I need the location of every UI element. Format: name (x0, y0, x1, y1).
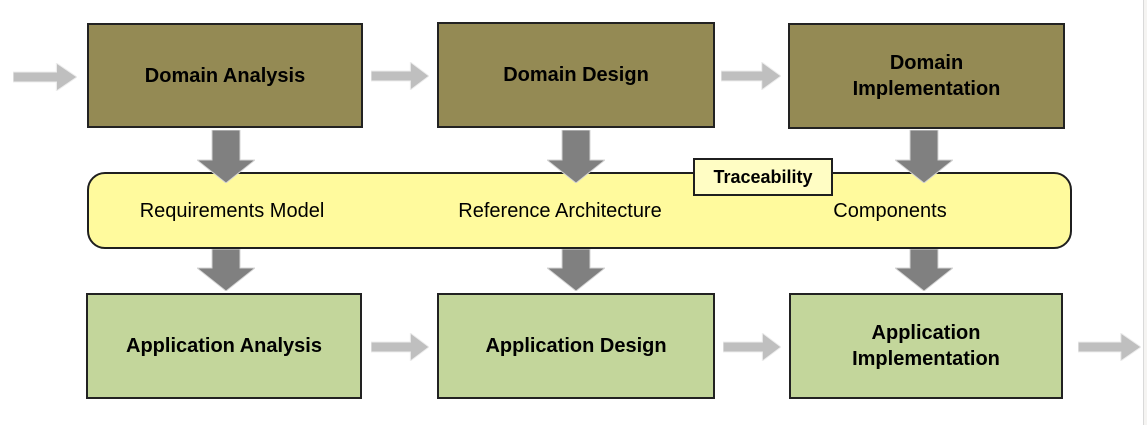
box-label: Domain Implementation (852, 52, 1001, 100)
box-label: Application Design (485, 335, 667, 357)
band-label-reference-architecture: Reference Architecture (458, 200, 662, 222)
down-arrow-icon (547, 130, 605, 183)
right-arrow-icon (13, 63, 77, 91)
right-arrow-icon (723, 333, 781, 361)
box-label: Domain Design (503, 64, 649, 86)
box-application-implementation: Application Implementation (789, 293, 1063, 399)
down-arrow-icon (895, 130, 953, 183)
down-arrow-icon (895, 249, 953, 291)
band-label-requirements-model: Requirements Model (139, 200, 325, 222)
traceability-tag: Traceability (693, 158, 833, 196)
down-arrow-icon (197, 249, 255, 291)
box-label: Domain Analysis (144, 64, 306, 87)
down-arrow-icon (547, 249, 605, 291)
box-domain-design: Domain Design (437, 22, 715, 128)
right-arrow-icon (371, 62, 429, 90)
right-arrow-icon (371, 333, 429, 361)
right-arrow-icon (721, 62, 781, 90)
box-domain-implementation: Domain Implementation (788, 23, 1065, 129)
box-label: Application Analysis (126, 335, 322, 357)
box-domain-analysis: Domain Analysis (87, 23, 363, 128)
box-label: Application Implementation (852, 322, 1000, 370)
box-application-design: Application Design (437, 293, 715, 399)
down-arrow-icon (197, 130, 255, 183)
traceability-tag-label: Traceability (713, 166, 813, 187)
right-arrow-icon (1078, 333, 1141, 361)
band-label-components: Components (833, 200, 947, 222)
box-application-analysis: Application Analysis (86, 293, 362, 399)
